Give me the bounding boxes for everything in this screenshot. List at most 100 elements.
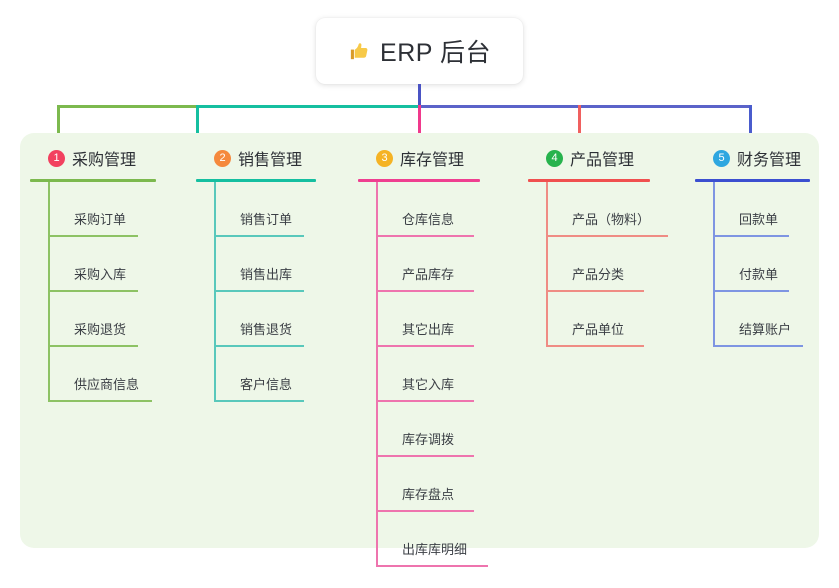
thumbs-up-icon [348, 40, 371, 63]
leaf-label: 销售退货 [240, 322, 293, 337]
leaf-item[interactable]: 产品分类 [546, 237, 698, 292]
leaf-label: 库存调拨 [402, 432, 455, 447]
leaf-item[interactable]: 销售出库 [214, 237, 346, 292]
module-rule-5 [695, 179, 810, 182]
module-column-2[interactable]: 2 销售管理 销售订单 销售出库 销售退货 客户信息 [196, 143, 346, 402]
leaf-label: 采购订单 [74, 212, 127, 227]
leaf-item[interactable]: 其它出库 [376, 292, 528, 347]
leaf-label: 其它入库 [402, 377, 455, 392]
leaf-item[interactable]: 库存调拨 [376, 402, 528, 457]
module-title-3: 库存管理 [400, 152, 465, 169]
connector-drop-4 [578, 105, 581, 138]
module-leaves-1: 采购订单 采购入库 采购退货 供应商信息 [48, 182, 180, 402]
leaf-item[interactable]: 采购订单 [48, 182, 180, 237]
leaf-rule [546, 345, 644, 347]
module-leaves-3: 仓库信息 产品库存 其它出库 其它入库 库存调拨 库存盘点 出库库明细 [376, 182, 528, 567]
leaf-rule [214, 345, 304, 347]
leaf-label: 产品库存 [402, 267, 455, 282]
leaf-label: 采购退货 [74, 322, 127, 337]
module-leaves-4: 产品（物料） 产品分类 产品单位 [546, 182, 698, 347]
module-header-2[interactable]: 2 销售管理 [196, 143, 346, 173]
module-badge-4: 4 [546, 149, 563, 167]
leaf-item[interactable]: 采购入库 [48, 237, 180, 292]
leaf-item[interactable]: 出库库明细 [376, 512, 528, 567]
module-badge-3: 3 [376, 149, 393, 167]
module-rule-2 [196, 179, 316, 182]
module-title-5: 财务管理 [737, 152, 802, 169]
leaf-rule [713, 345, 803, 347]
leaf-item[interactable]: 库存盘点 [376, 457, 528, 512]
leaf-rule [48, 290, 138, 292]
module-rule-3 [358, 179, 480, 182]
leaf-rule [376, 290, 474, 292]
leaf-label: 仓库信息 [402, 212, 455, 227]
module-header-5[interactable]: 5 财务管理 [695, 143, 839, 173]
leaf-rule [48, 400, 152, 402]
module-rule-4 [528, 179, 650, 182]
leaf-item[interactable]: 产品（物料） [546, 182, 698, 237]
leaf-label: 出库库明细 [402, 542, 468, 557]
module-title-2: 销售管理 [238, 152, 303, 169]
connector-drop-1 [57, 105, 60, 138]
leaf-label: 产品单位 [572, 322, 625, 337]
module-spine-1 [48, 182, 50, 402]
leaf-rule [376, 565, 488, 567]
module-column-4[interactable]: 4 产品管理 产品（物料） 产品分类 产品单位 [528, 143, 698, 347]
leaf-label: 采购入库 [74, 267, 127, 282]
leaf-label: 销售出库 [240, 267, 293, 282]
root-title: ERP 后台 [380, 39, 491, 67]
leaf-rule [376, 235, 474, 237]
leaf-label: 其它出库 [402, 322, 455, 337]
leaf-item[interactable]: 产品单位 [546, 292, 698, 347]
leaf-item[interactable]: 其它入库 [376, 347, 528, 402]
connector-bus-mid [196, 105, 420, 108]
module-badge-5: 5 [713, 149, 730, 167]
module-column-3[interactable]: 3 库存管理 仓库信息 产品库存 其它出库 其它入库 库存调拨 库存盘点 [358, 143, 528, 567]
module-header-3[interactable]: 3 库存管理 [358, 143, 528, 173]
leaf-item[interactable]: 产品库存 [376, 237, 528, 292]
module-header-4[interactable]: 4 产品管理 [528, 143, 698, 173]
leaf-rule [376, 400, 474, 402]
module-column-5[interactable]: 5 财务管理 回款单 付款单 结算账户 [695, 143, 839, 347]
leaf-item[interactable]: 采购退货 [48, 292, 180, 347]
leaf-rule [546, 235, 668, 237]
connector-drop-3 [418, 105, 421, 138]
leaf-item[interactable]: 客户信息 [214, 347, 346, 402]
leaf-rule [713, 290, 789, 292]
leaf-rule [376, 345, 474, 347]
leaf-rule [376, 455, 474, 457]
leaf-rule [376, 510, 474, 512]
connector-bus-right [418, 105, 752, 108]
leaf-label: 回款单 [739, 212, 779, 227]
leaf-rule [214, 400, 304, 402]
module-title-1: 采购管理 [72, 152, 137, 169]
leaf-label: 客户信息 [240, 377, 293, 392]
leaf-item[interactable]: 销售退货 [214, 292, 346, 347]
leaf-item[interactable]: 回款单 [713, 182, 839, 237]
root-node-card[interactable]: ERP 后台 [316, 18, 523, 84]
module-column-1[interactable]: 1 采购管理 采购订单 采购入库 采购退货 供应商信息 [30, 143, 180, 402]
connector-stem [418, 84, 421, 106]
modules-panel [20, 133, 819, 548]
module-leaves-2: 销售订单 销售出库 销售退货 客户信息 [214, 182, 346, 402]
leaf-label: 供应商信息 [74, 377, 140, 392]
leaf-rule [48, 345, 138, 347]
connector-drop-5 [749, 105, 752, 138]
leaf-label: 库存盘点 [402, 487, 455, 502]
leaf-rule [713, 235, 789, 237]
module-spine-3 [376, 182, 378, 567]
module-spine-2 [214, 182, 216, 402]
leaf-label: 结算账户 [739, 322, 792, 337]
leaf-item[interactable]: 仓库信息 [376, 182, 528, 237]
leaf-label: 付款单 [739, 267, 779, 282]
leaf-item[interactable]: 付款单 [713, 237, 839, 292]
leaf-item[interactable]: 供应商信息 [48, 347, 180, 402]
module-header-1[interactable]: 1 采购管理 [30, 143, 180, 173]
module-rule-1 [30, 179, 156, 182]
leaf-item[interactable]: 结算账户 [713, 292, 839, 347]
leaf-label: 销售订单 [240, 212, 293, 227]
leaf-label: 产品分类 [572, 267, 625, 282]
module-badge-2: 2 [214, 149, 231, 167]
connector-bus-left [57, 105, 197, 108]
leaf-item[interactable]: 销售订单 [214, 182, 346, 237]
